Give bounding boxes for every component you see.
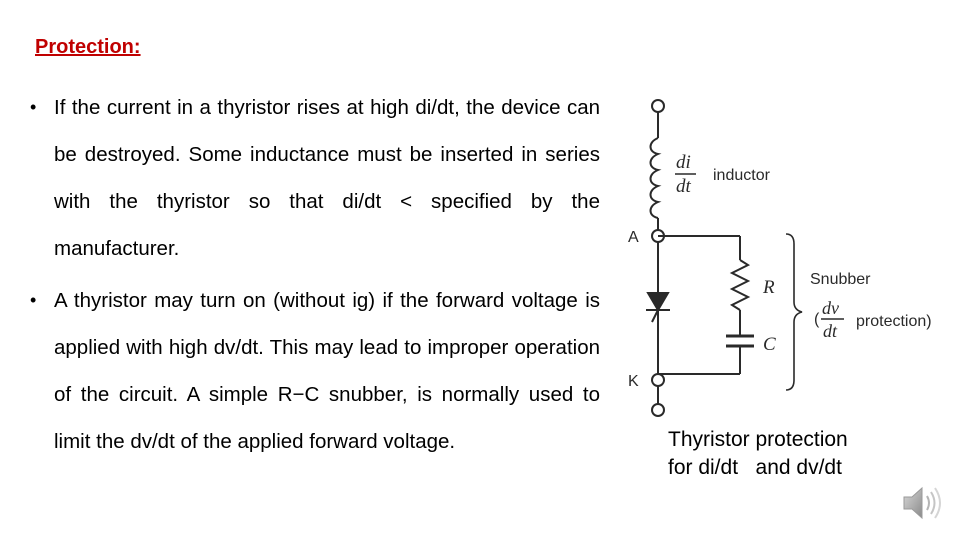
bullet-text: A thyristor may turn on (without ig) if …: [54, 289, 600, 453]
bullet-text: If the current in a thyristor rises at h…: [54, 96, 600, 260]
didt-numerator: di: [676, 152, 691, 173]
inductor-label: inductor: [713, 167, 771, 184]
resistor-symbol: [729, 259, 751, 311]
dvdt-denominator: dt: [823, 321, 838, 341]
protection-label: protection): [856, 313, 932, 330]
diagram-caption: Thyristor protection for di/dt and dv/dt: [668, 428, 848, 479]
dvdt-numerator: dv: [822, 298, 839, 318]
resistor-label: R: [762, 277, 775, 298]
inductor-coil: [649, 137, 662, 219]
node-k-label: K: [628, 373, 639, 390]
terminal-bottom: [651, 403, 665, 417]
slide-heading: Protection:: [35, 36, 141, 58]
speaker-icon[interactable]: [898, 482, 944, 524]
node-a-label: A: [628, 229, 639, 246]
capacitor-label: C: [763, 334, 776, 355]
bullet-item: • A thyristor may turn on (without ig) i…: [30, 277, 600, 465]
didt-denominator: dt: [676, 176, 692, 197]
snubber-brace: [785, 233, 803, 391]
bullet-glyph: •: [30, 290, 37, 310]
bullet-item: • If the current in a thyristor rises at…: [30, 84, 600, 272]
bullet-list: • If the current in a thyristor rises at…: [30, 84, 600, 465]
thyristor-symbol: [646, 292, 670, 312]
paren-open: (: [814, 311, 820, 328]
terminal-top: [651, 99, 665, 113]
thyristor-protection-diagram: di dt inductor A K R C Snubber ( dv dt p…: [628, 99, 932, 417]
node-k: [651, 373, 665, 387]
bullet-glyph: •: [30, 97, 37, 117]
snubber-label: Snubber: [810, 271, 871, 288]
